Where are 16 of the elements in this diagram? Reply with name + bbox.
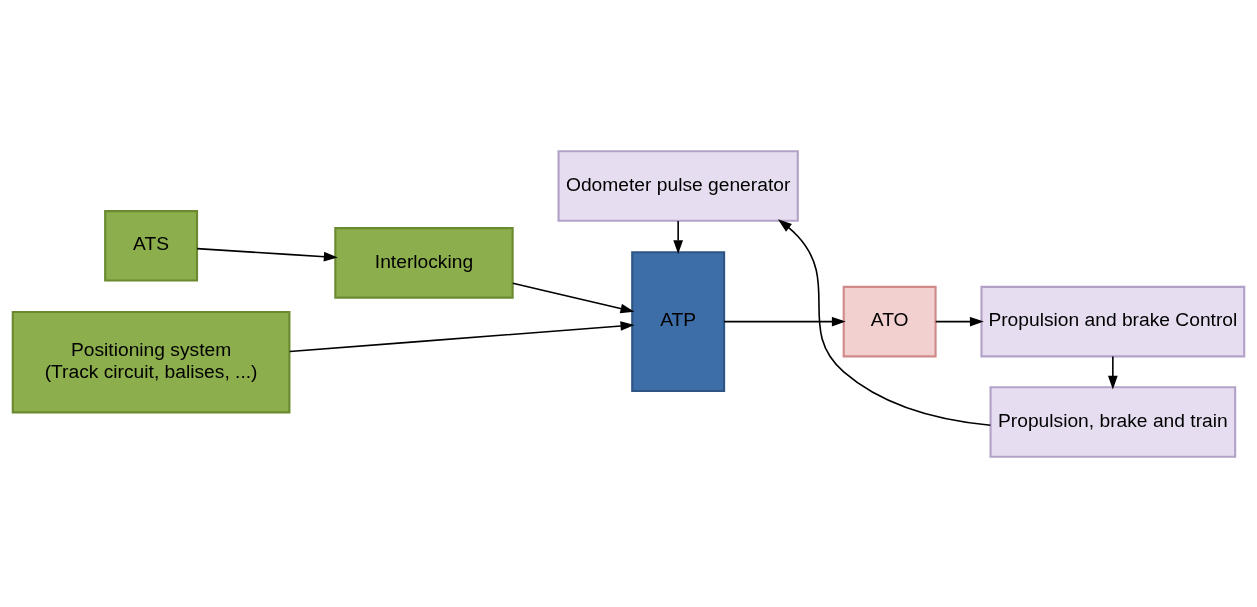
arrow xyxy=(196,247,338,261)
node-box: ATO xyxy=(842,285,937,357)
arrow xyxy=(1108,355,1118,390)
node-box: Propulsion and brake Control xyxy=(980,285,1246,357)
node-box: Propulsion, brake and train xyxy=(989,385,1237,458)
node-box: Odometer pulse generator xyxy=(557,149,799,222)
arrow xyxy=(673,219,684,254)
arrow xyxy=(777,218,992,426)
node-box: Positioning system (Track circuit, balises, ...) xyxy=(11,310,291,413)
node-box: ATS xyxy=(104,209,199,282)
arrow xyxy=(288,320,635,352)
node-box: ATP xyxy=(631,250,726,392)
arrow xyxy=(934,316,984,326)
arrow xyxy=(723,316,846,326)
node-box: Interlocking xyxy=(334,226,514,299)
arrow xyxy=(512,282,635,313)
